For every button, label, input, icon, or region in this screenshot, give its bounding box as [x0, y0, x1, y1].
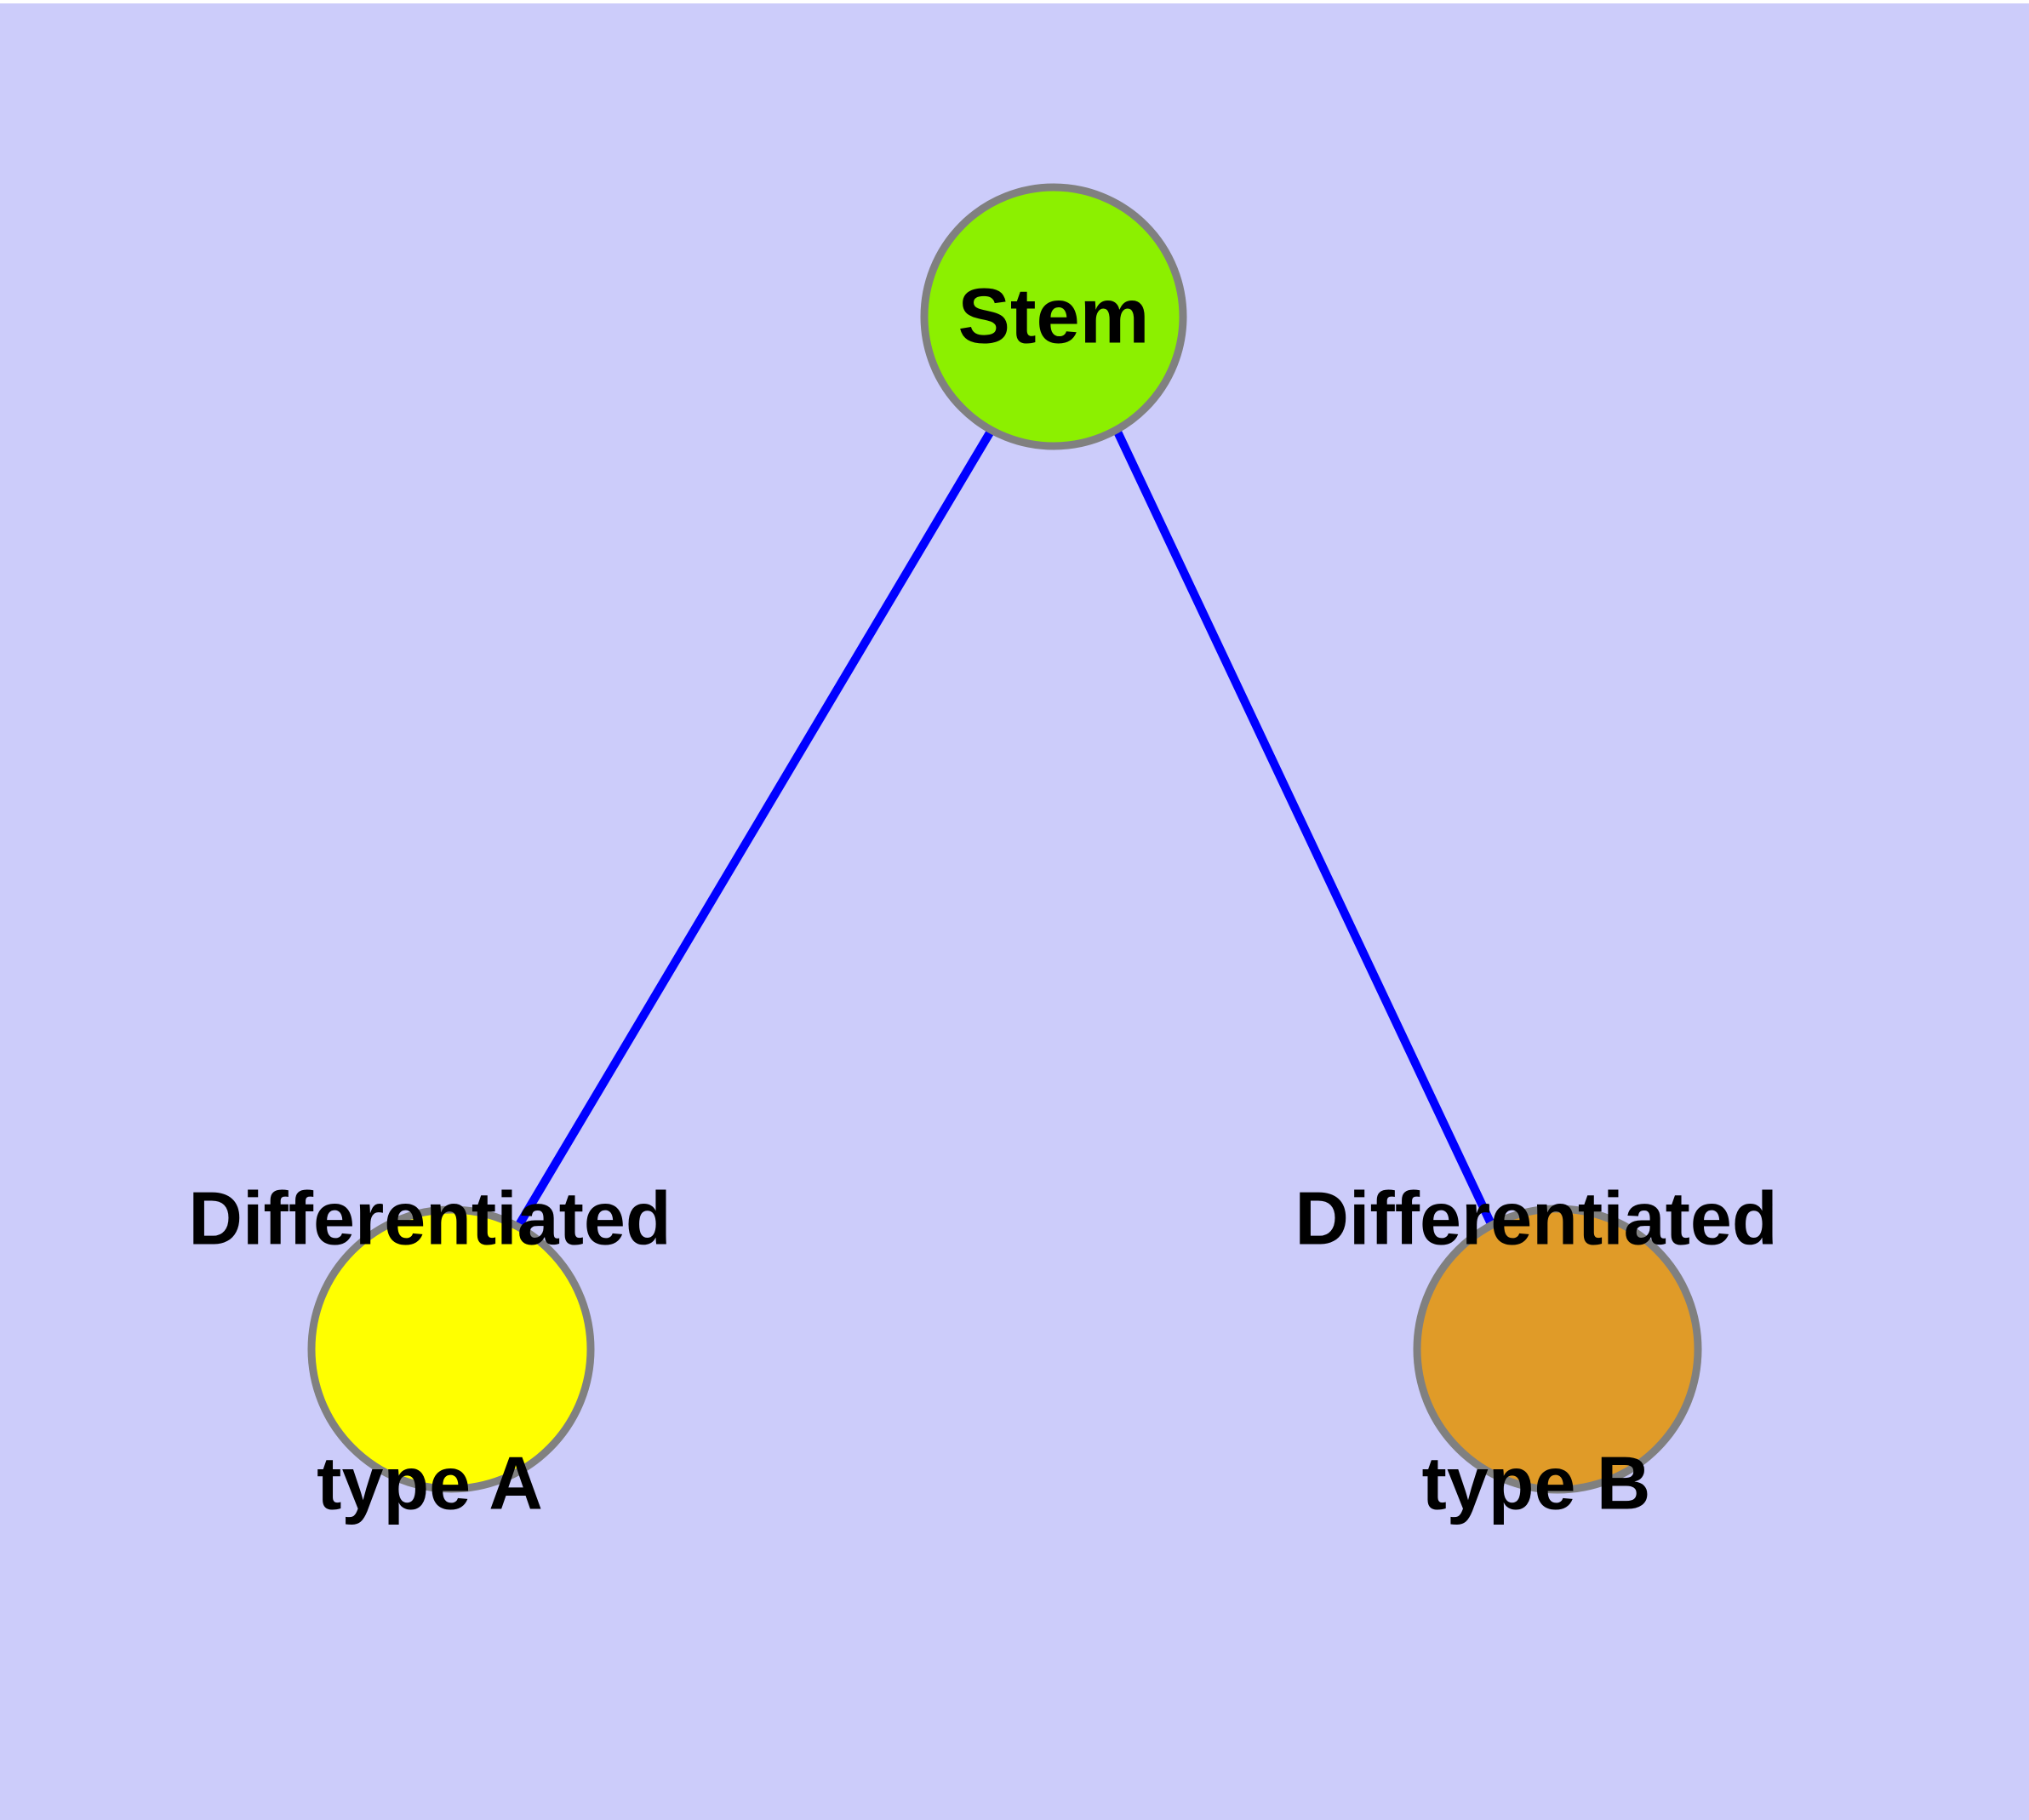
edge-stem-to-differentiated-type-b: [1112, 427, 1497, 1230]
edge-stem-to-differentiated-type-a: [513, 427, 996, 1230]
node-stem[interactable]: [920, 183, 1187, 450]
edge-layer: [513, 427, 1497, 1230]
node-layer: [307, 183, 1702, 1494]
node-differentiated-type-b[interactable]: [1413, 1205, 1702, 1494]
node-differentiated-type-a[interactable]: [307, 1205, 595, 1493]
